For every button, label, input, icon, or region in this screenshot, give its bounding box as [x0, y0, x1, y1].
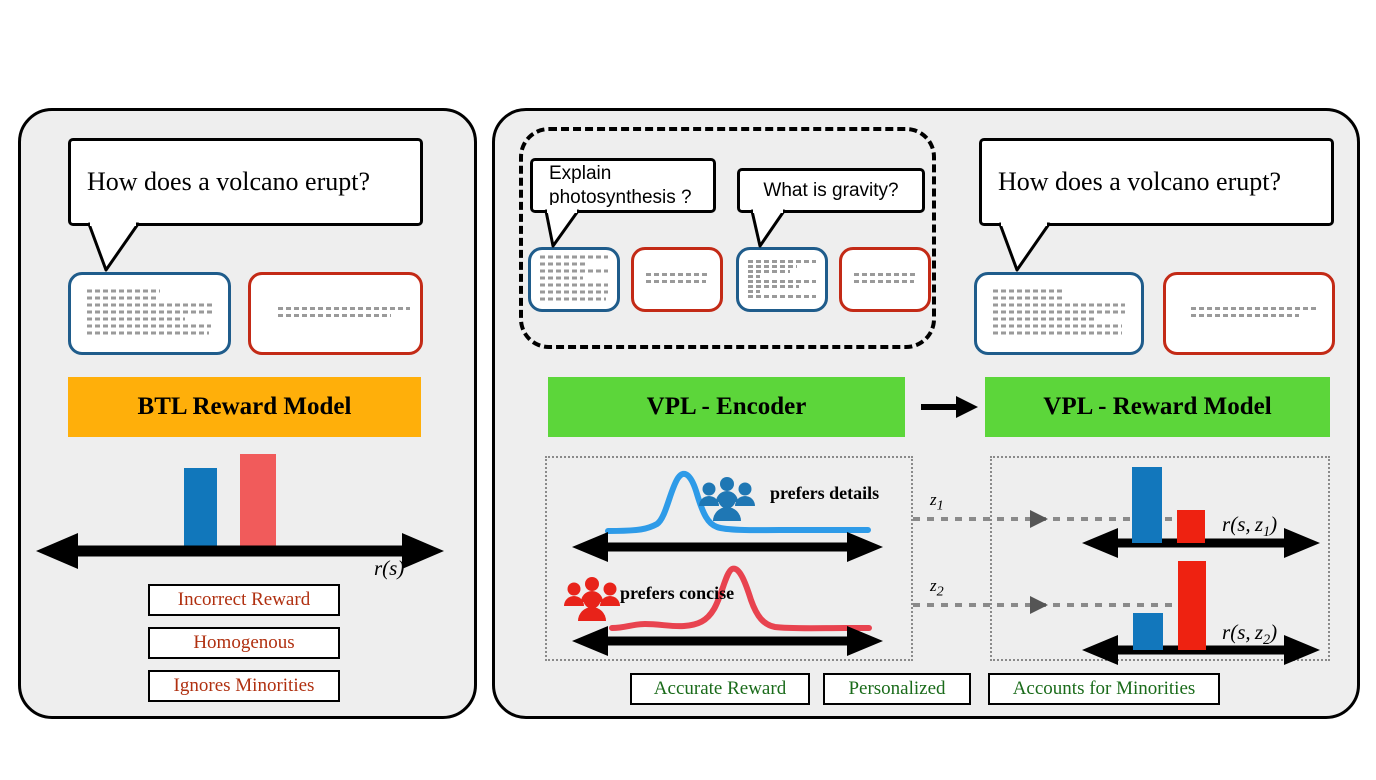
- context-answer-card-blue-2: [736, 247, 828, 312]
- answer-card-blue-left: [68, 272, 231, 355]
- answer-text-lines: [539, 255, 609, 304]
- prompt-bubble-right: How does a volcano erupt?: [979, 138, 1334, 226]
- prompt-bubble-left-text: How does a volcano erupt?: [87, 167, 371, 197]
- context-prompt-2-text: What is gravity?: [763, 179, 899, 201]
- context-prompt-1-text: Explain photosynthesis ?: [549, 163, 692, 208]
- prompt-bubble-left-tail: [87, 216, 140, 272]
- reward-label-z2: r(s, z2): [1222, 620, 1278, 649]
- context-answer-card-blue-1: [528, 247, 620, 312]
- latent-label-z1: z1: [930, 490, 944, 514]
- axis-double-arrow-left: [36, 533, 444, 569]
- latent-connector-z1: [913, 510, 1175, 528]
- vpl-reward-model-banner: VPL - Reward Model: [985, 377, 1330, 437]
- context-answer-card-red-2: [839, 247, 931, 312]
- context-answer-card-red-1: [631, 247, 723, 312]
- answer-text-lines: [854, 272, 918, 287]
- reward-label-z1: r(s, z1): [1222, 512, 1278, 541]
- answer-card-red-left: [248, 272, 423, 355]
- btl-reward-model-label: BTL Reward Model: [137, 393, 352, 420]
- drawback-ignores-minorities: Ignores Minorities: [148, 670, 340, 702]
- bar-red-left: [240, 454, 276, 551]
- prefers-concise-label: prefers concise: [620, 583, 735, 603]
- answer-text-lines: [278, 306, 410, 321]
- prompt-bubble-right-tail: [998, 216, 1051, 272]
- bar-blue-reward-1: [1132, 467, 1162, 543]
- prompt-bubble-right-text: How does a volcano erupt?: [998, 167, 1282, 197]
- context-prompt-bubble-1-tail: [544, 205, 580, 248]
- drawback-incorrect-reward: Incorrect Reward: [148, 584, 340, 616]
- prompt-bubble-left: How does a volcano erupt?: [68, 138, 423, 226]
- axis-label-rs: r(s): [374, 556, 405, 580]
- distribution-curve-blue: [605, 470, 871, 534]
- context-prompt-bubble-2-tail: [750, 205, 786, 248]
- benefit-accounts-for-minorities: Accounts for Minorities: [988, 673, 1220, 705]
- drawback-homogenous: Homogenous: [148, 627, 340, 659]
- bar-blue-left: [184, 468, 217, 551]
- benefit-accurate-reward: Accurate Reward: [630, 673, 810, 705]
- bar-blue-reward-2: [1133, 613, 1163, 650]
- people-group-icon-blue: [699, 477, 755, 521]
- axis-double-arrow-reward-1: [1082, 528, 1320, 558]
- vpl-encoder-label: VPL - Encoder: [646, 393, 807, 420]
- answer-text-lines: [993, 289, 1125, 338]
- latent-connector-z2: [913, 596, 1175, 614]
- latent-label-z2: z2: [930, 576, 944, 600]
- axis-double-arrow-reward-2: [1082, 635, 1320, 665]
- latent-distributions-box: [545, 456, 913, 661]
- btl-reward-model-banner: BTL Reward Model: [68, 377, 421, 437]
- answer-text-lines: [747, 259, 817, 300]
- context-prompt-bubble-1: Explain photosynthesis ?: [530, 158, 716, 213]
- axis-double-arrow-dist-2: [572, 626, 883, 656]
- encoder-to-reward-arrow: [921, 396, 978, 418]
- answer-text-lines: [646, 272, 710, 287]
- answer-text-lines: [86, 289, 213, 338]
- context-prompt-bubble-2: What is gravity?: [737, 168, 925, 213]
- bar-red-reward-2: [1178, 561, 1206, 650]
- prefers-details-label: prefers details: [770, 483, 880, 503]
- people-group-icon-red: [564, 577, 620, 621]
- vpl-encoder-banner: VPL - Encoder: [548, 377, 905, 437]
- context-group-box: [519, 127, 936, 349]
- axis-double-arrow-dist-1: [572, 532, 883, 562]
- distribution-curve-red: [609, 565, 872, 632]
- answer-card-red-right: [1163, 272, 1335, 355]
- answer-card-blue-right: [974, 272, 1144, 355]
- vpl-reward-model-label: VPL - Reward Model: [1043, 393, 1272, 420]
- answer-text-lines: [1190, 306, 1318, 321]
- benefit-personalized: Personalized: [823, 673, 971, 705]
- bar-red-reward-1: [1177, 510, 1205, 543]
- personalized-rewards-box: [990, 456, 1330, 661]
